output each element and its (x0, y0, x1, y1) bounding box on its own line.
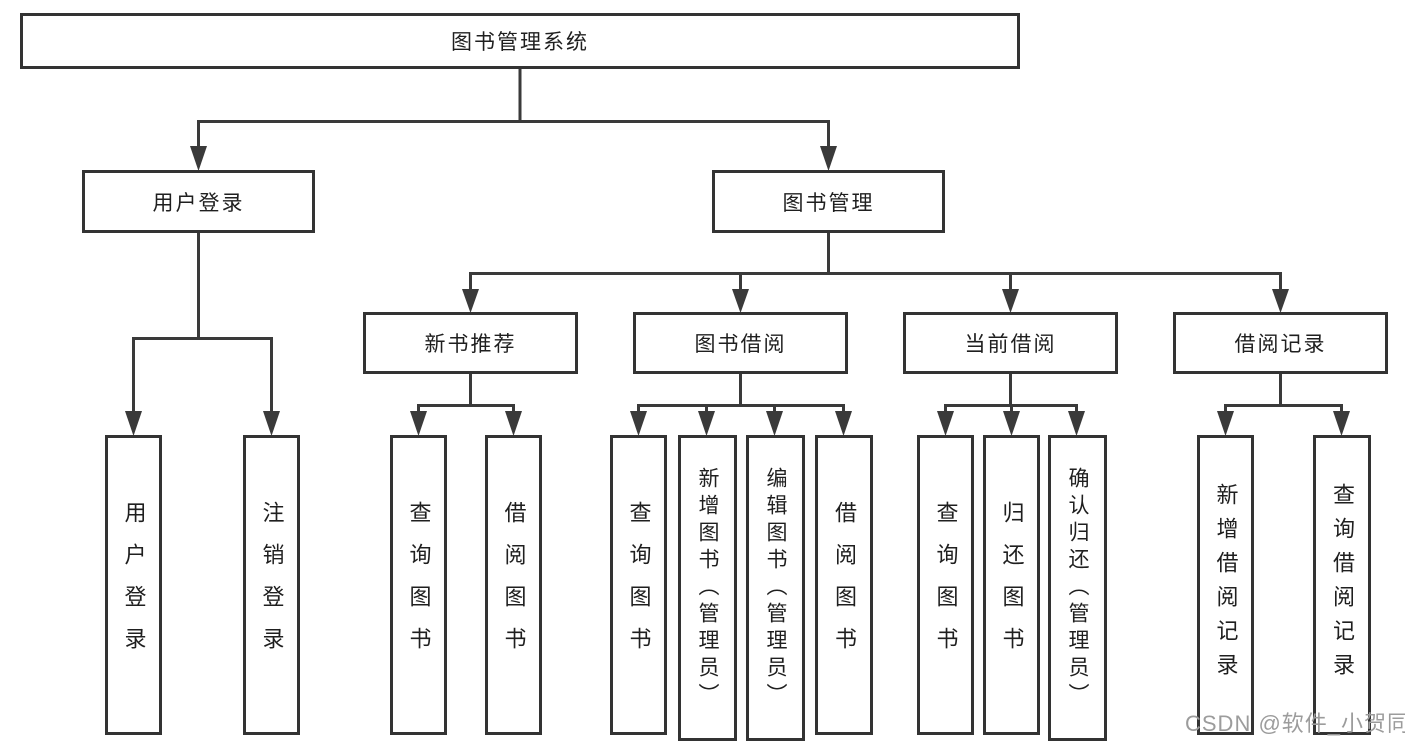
node-book-management: 图书管理 (712, 170, 945, 233)
node-leaf-query-borrow-record: 查询借阅记录 (1313, 435, 1371, 735)
node-leaf-confirm-return-admin: 确认归还（管理员） (1048, 435, 1107, 741)
node-leaf-add-borrow-record: 新增借阅记录 (1197, 435, 1254, 735)
node-new-book-recommend: 新书推荐 (363, 312, 578, 374)
node-leaf-edit-book-admin: 编辑图书（管理员） (746, 435, 805, 741)
node-leaf-add-book-admin: 新增图书（管理员） (678, 435, 737, 741)
node-borrow-records: 借阅记录 (1173, 312, 1388, 374)
node-leaf-borrow-books-recommend: 借阅图书 (485, 435, 542, 735)
node-book-borrow: 图书借阅 (633, 312, 848, 374)
node-leaf-query-books-borrow: 查询图书 (610, 435, 667, 735)
node-leaf-user-login: 用户登录 (105, 435, 162, 735)
node-leaf-logout: 注销登录 (243, 435, 300, 735)
node-leaf-query-books-current: 查询图书 (917, 435, 974, 735)
node-library-management-system: 图书管理系统 (20, 13, 1020, 69)
node-current-borrow: 当前借阅 (903, 312, 1118, 374)
csdn-watermark: CSDN @软件_小贺同学 (1185, 711, 1405, 736)
node-leaf-borrow-books: 借阅图书 (815, 435, 873, 735)
node-leaf-query-books-recommend: 查询图书 (390, 435, 447, 735)
node-user-login: 用户登录 (82, 170, 315, 233)
node-leaf-return-book: 归还图书 (983, 435, 1040, 735)
